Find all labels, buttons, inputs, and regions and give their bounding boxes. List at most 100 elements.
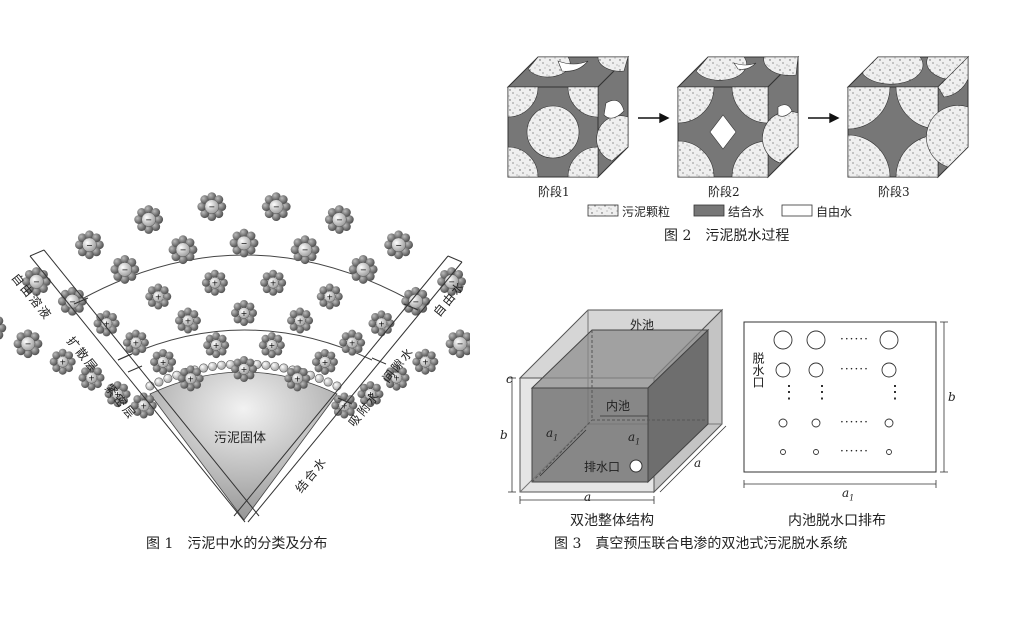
compact-layer-ion (199, 363, 209, 373)
solid-label: 污泥固体 (214, 431, 267, 446)
positive-ion-cluster: + (284, 365, 311, 392)
legend-swatch-free-water (781, 204, 813, 217)
positive-ion-cluster: + (231, 300, 257, 326)
plus-sign: + (378, 319, 385, 328)
figure2-caption: 图 2 污泥脱水过程 (664, 228, 790, 244)
negative-ion-cluster: − (22, 267, 51, 296)
minus-sign: − (273, 203, 280, 212)
minus-sign: − (86, 241, 93, 250)
compact-layer-ion (216, 360, 226, 370)
positive-ion-cluster: + (130, 392, 157, 419)
negative-ion-cluster: − (110, 255, 140, 284)
minus-sign: − (145, 216, 152, 225)
negative-ion-cluster: − (348, 255, 378, 284)
plus-sign: + (212, 279, 219, 288)
compact-layer-ion (154, 377, 164, 387)
dim-b-left: b (500, 428, 508, 442)
inner-pool-label: 内池 (606, 399, 631, 413)
dim-a1-panel: a1 (842, 486, 855, 503)
plus-sign: + (393, 374, 400, 383)
negative-ion-cluster: − (75, 230, 104, 260)
process-arrows (638, 112, 840, 124)
plus-sign: + (88, 374, 95, 383)
negative-ion-cluster: − (445, 329, 470, 359)
plus-sign: + (349, 339, 356, 348)
legend-swatch-particle (587, 204, 619, 217)
stage3-cube (847, 56, 969, 178)
negative-ion-cluster: − (13, 329, 43, 359)
plus-sign: + (294, 374, 301, 383)
dim-a-diagonal: a (694, 456, 702, 470)
minus-sign: − (395, 241, 402, 250)
plus-sign: + (160, 358, 167, 367)
positive-ion-cluster: + (122, 329, 149, 356)
inner-pool-box (530, 328, 710, 484)
figure3-caption: 图 3 真空预压联合电渗的双池式污泥脱水系统 (554, 536, 848, 552)
plus-sign: + (341, 401, 348, 410)
positive-ion-cluster: + (368, 310, 395, 337)
dots-col1: ⋮ (780, 382, 798, 403)
plus-sign: + (114, 390, 121, 399)
minus-sign: − (412, 297, 419, 306)
plus-sign: + (270, 279, 277, 288)
outlet-label: 脱水口 (751, 352, 765, 388)
plus-sign: + (213, 341, 220, 350)
drain-label: 排水口 (584, 460, 621, 474)
positive-ion-cluster: + (311, 348, 338, 375)
fan-ions: −−−−−−−−−−−−−−−−−−−+++++++++++++++++++++… (0, 192, 470, 419)
compact-layer-ion (261, 360, 271, 370)
outlet-circles (773, 330, 899, 455)
negative-ion-cluster: − (0, 316, 7, 340)
plus-sign: + (59, 358, 66, 367)
minus-sign: − (69, 297, 76, 306)
dots-row1: ······ (840, 332, 869, 346)
positive-ion-cluster: + (49, 348, 76, 375)
compact-layer-ion (323, 377, 333, 387)
outlet-layout-panel (743, 321, 937, 473)
plus-sign: + (297, 317, 304, 326)
panel-dimension-lines (743, 321, 948, 488)
compact-layer-ion (279, 363, 289, 373)
negative-ion-cluster: − (134, 205, 164, 234)
right-brackets (233, 255, 463, 523)
positive-ion-cluster: + (258, 332, 285, 359)
plus-sign: + (326, 293, 333, 302)
plus-sign: + (155, 293, 162, 302)
dimension-lines (508, 377, 727, 504)
minus-sign: − (208, 203, 215, 212)
positive-ion-cluster: + (104, 381, 131, 408)
dots-row4: ······ (840, 444, 869, 458)
negative-ion-cluster: − (437, 267, 466, 296)
compact-layer-ion (163, 373, 173, 383)
stage1-label: 阶段1 (538, 185, 570, 199)
minus-sign: − (336, 216, 343, 225)
negative-ion-cluster: − (229, 228, 259, 258)
plus-sign: + (187, 374, 194, 383)
dots-row3: ······ (840, 415, 869, 429)
positive-ion-cluster: + (412, 348, 439, 375)
positive-ion-cluster: + (177, 365, 204, 392)
plus-sign: + (241, 365, 248, 374)
dots-col3: ⋮ (886, 382, 904, 403)
stage3-label: 阶段3 (878, 185, 910, 199)
dewatering-process-diagram (507, 56, 969, 217)
negative-ion-cluster: − (384, 230, 413, 260)
positive-ion-cluster: + (316, 283, 343, 310)
minus-sign: − (448, 277, 455, 286)
sludge-water-fan-diagram: −−−−−−−−−−−−−−−−−−−+++++++++++++++++++++… (0, 192, 470, 523)
dots-col2: ⋮ (813, 382, 831, 403)
dim-a1-inner-diag: a1 (546, 426, 559, 443)
compact-layer-ion (208, 361, 218, 371)
positive-ion-cluster: + (203, 332, 230, 359)
dim-b-panel: b (948, 390, 956, 404)
positive-ion-cluster: + (231, 356, 257, 382)
positive-ion-cluster: + (357, 381, 384, 408)
positive-ion-cluster: + (287, 307, 314, 334)
minus-sign: − (25, 340, 32, 349)
minus-sign: − (302, 246, 309, 255)
plus-sign: + (322, 358, 329, 367)
figure1-caption: 图 1 污泥中水的分类及分布 (146, 536, 328, 552)
legend-swatch-bound-water (693, 204, 725, 217)
positive-ion-cluster: + (339, 329, 366, 356)
